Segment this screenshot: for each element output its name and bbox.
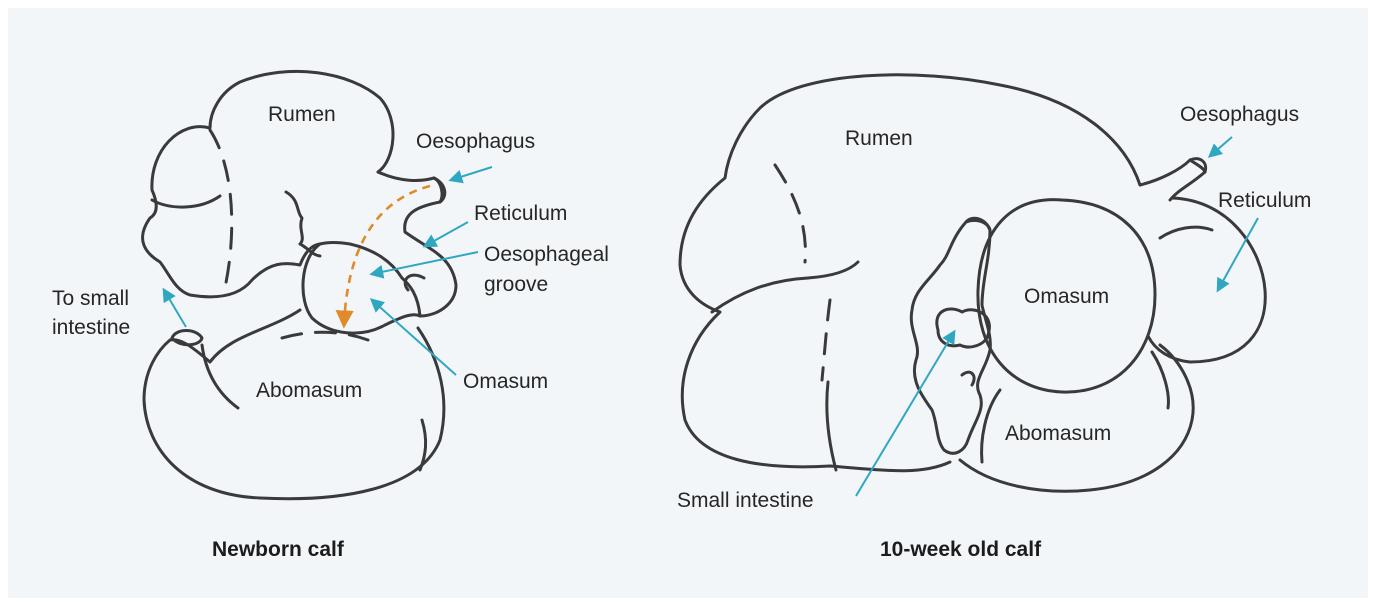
week10-abomasum-outline xyxy=(960,345,1193,491)
newborn-omasum-label: Omasum xyxy=(463,370,548,393)
week10-omasum-label: Omasum xyxy=(1024,285,1109,308)
newborn-groove-label-2: groove xyxy=(484,273,548,296)
week10-abomasum-crease xyxy=(1152,352,1168,408)
newborn-reticulum-label: Reticulum xyxy=(474,202,567,225)
newborn-abomasum-label: Abomasum xyxy=(256,379,362,402)
newborn-small-intestine-pointer xyxy=(164,290,186,327)
newborn-rumen-divider xyxy=(210,130,232,292)
week10-oesophagus-label: Oesophagus xyxy=(1180,103,1299,126)
week10-rumen-divider-upper xyxy=(775,165,805,262)
week10-calf-stomach: Rumen Oesophagus Reticulum Omasum Abomas… xyxy=(677,75,1311,561)
newborn-to-small-label-1: To small xyxy=(52,287,129,310)
newborn-calf-stomach: Rumen Oesophagus Reticulum Oesophageal g… xyxy=(52,71,609,561)
newborn-abomasum-fold xyxy=(202,345,238,408)
week10-small-intestine-coil xyxy=(962,372,974,385)
week10-rumen-divider-lower xyxy=(822,300,830,380)
newborn-to-small-label-2: intestine xyxy=(52,316,130,339)
week10-small-intestine-label: Small intestine xyxy=(677,489,814,512)
newborn-oesophagus-outline xyxy=(378,172,456,316)
week10-reticulum-outline xyxy=(1148,198,1265,362)
week10-rumen-crease xyxy=(827,382,836,470)
newborn-reticulum-pointer xyxy=(425,222,468,246)
week10-abomasum-fold xyxy=(982,390,1000,462)
week10-reticulum-label: Reticulum xyxy=(1218,189,1311,212)
newborn-groove-label-1: Oesophageal xyxy=(484,243,609,266)
week10-reticulum-fold xyxy=(1160,227,1212,238)
newborn-rumen-label: Rumen xyxy=(268,103,336,126)
week10-rumen-fold xyxy=(712,262,858,312)
week10-caption: 10-week old calf xyxy=(880,538,1042,561)
week10-abomasum-label: Abomasum xyxy=(1005,422,1111,445)
newborn-oesophagus-label: Oesophagus xyxy=(416,130,535,153)
newborn-caption: Newborn calf xyxy=(212,538,345,561)
newborn-omasum-pointer xyxy=(372,300,456,375)
newborn-oesophagus-pointer xyxy=(451,167,492,180)
newborn-abomasum-outline xyxy=(144,310,444,499)
week10-rumen-label: Rumen xyxy=(845,127,913,150)
week10-oesophagus-pointer xyxy=(1210,137,1232,156)
newborn-rumen-fold xyxy=(152,196,220,207)
